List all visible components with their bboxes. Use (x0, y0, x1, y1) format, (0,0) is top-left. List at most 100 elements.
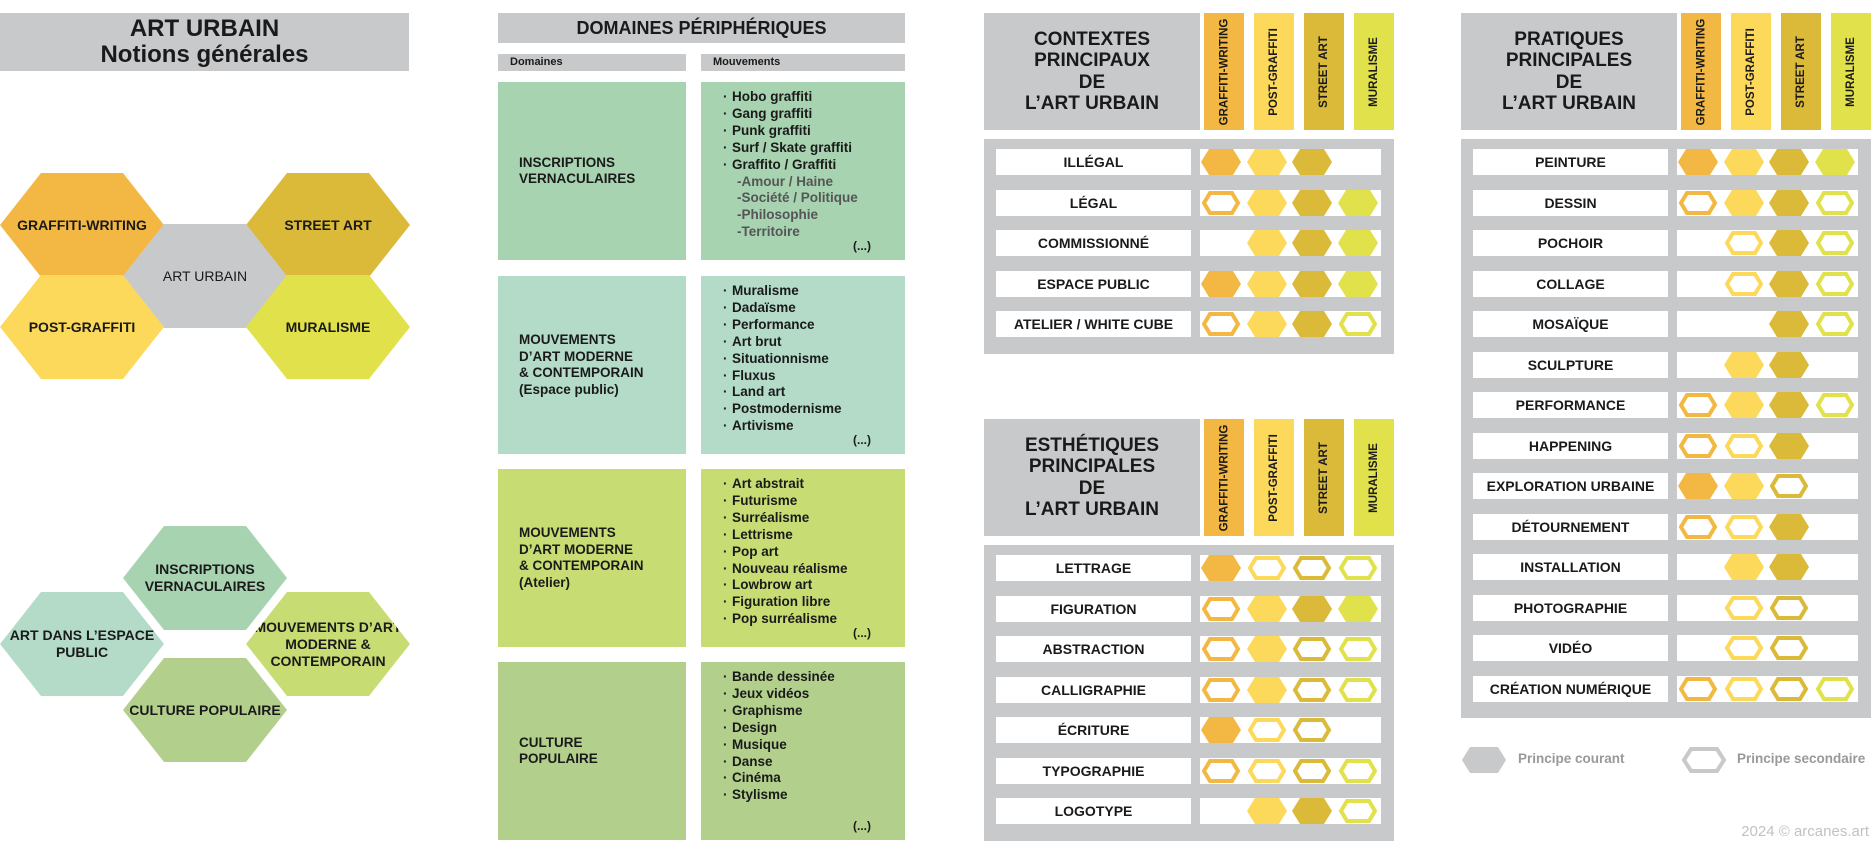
mouvement-item: Surf / Skate graffiti (723, 140, 905, 157)
legend-filled-hexagon-icon (1462, 747, 1506, 773)
mouvement-item: Artivisme (723, 418, 905, 435)
outline-hexagon-icon (1292, 718, 1332, 742)
hexagon-domain-4: CULTURE POPULAIRE (123, 658, 287, 762)
row-label: INSTALLATION (1473, 554, 1668, 580)
row-label: LÉGAL (996, 189, 1191, 216)
row-cells (1677, 189, 1858, 216)
outline-hexagon-icon (1815, 231, 1854, 255)
outline-hexagon-icon (1815, 190, 1854, 215)
esthetiques-col-2: POST-GRAFFITI (1254, 419, 1294, 536)
filled-hexagon-icon (1678, 473, 1718, 499)
row-label: MOSAÏQUE (1473, 311, 1668, 337)
mouvement-subitem: -Amour / Haine (737, 173, 834, 189)
pratiques-row: DÉTOURNEMENT (1461, 513, 1871, 540)
mouvements-block-3: Art abstraitFuturismeSurréalismeLettrism… (701, 469, 905, 647)
outline-hexagon-icon (1292, 556, 1332, 580)
row-cells (1200, 798, 1381, 824)
filled-hexagon-icon (1201, 717, 1241, 743)
row-cells (1677, 392, 1858, 418)
mouvement-subitem: -Philosophie (737, 207, 818, 223)
filled-hexagon-icon (1723, 554, 1764, 580)
hexagon-domain-3: MOUVEMENTS D’ART MODERNE & CONTEMPORAIN (246, 592, 410, 696)
row-label: ATELIER / WHITE CUBE (996, 311, 1191, 337)
outline-hexagon-icon (1201, 637, 1241, 661)
contextes-col-2: POST-GRAFFITI (1254, 13, 1294, 130)
row-cells (1200, 757, 1381, 784)
filled-hexagon-icon (1769, 513, 1809, 540)
esthetiques-col-1: GRAFFITI-WRITING (1204, 419, 1244, 536)
filled-hexagon-icon (1201, 555, 1241, 581)
outline-hexagon-icon (1724, 636, 1763, 660)
row-label: VIDÉO (1473, 635, 1668, 661)
filled-hexagon-icon (1246, 230, 1287, 256)
outline-hexagon-icon (1815, 271, 1854, 296)
outline-hexagon-icon (1201, 312, 1241, 336)
column-label: GRAFFITI-WRITING (1218, 18, 1230, 125)
mouvements-block-2: MuralismeDadaïsmePerformanceArt brutSitu… (701, 276, 905, 454)
row-label: ABSTRACTION (996, 636, 1191, 662)
outline-hexagon-icon (1815, 312, 1854, 336)
filled-hexagon-icon (1678, 149, 1718, 175)
etc-marker: (...) (853, 626, 871, 641)
mouvements-list: Art abstraitFuturismeSurréalismeLettrism… (723, 476, 905, 628)
legend-courant-label: Principe courant (1518, 751, 1625, 766)
filled-hexagon-icon (1769, 189, 1809, 216)
column-label: POST-GRAFFITI (1268, 433, 1280, 522)
filled-hexagon-icon (1723, 392, 1764, 418)
row-label: CALLIGRAPHIE (996, 676, 1191, 703)
outline-hexagon-icon (1338, 312, 1377, 336)
domaines-title: DOMAINES PÉRIPHÉRIQUES (498, 13, 905, 43)
esthetiques-row: CALLIGRAPHIE (984, 676, 1394, 703)
row-cells (1677, 432, 1858, 459)
copyright: 2024 © arcanes.art (1741, 823, 1869, 840)
outline-hexagon-icon (1724, 514, 1763, 539)
filled-hexagon-icon (1723, 149, 1764, 175)
row-cells (1677, 230, 1858, 256)
outline-hexagon-icon (1678, 190, 1718, 215)
outline-hexagon-icon (1678, 433, 1718, 458)
outline-hexagon-icon (1338, 799, 1377, 823)
pratiques-row: POCHOIR (1461, 230, 1871, 256)
mouvement-item: Nouveau réalisme (723, 561, 905, 578)
outline-hexagon-icon (1247, 556, 1286, 580)
row-label: COLLAGE (1473, 270, 1668, 297)
filled-hexagon-icon (1337, 189, 1378, 216)
mouvement-item: Surréalisme (723, 510, 905, 527)
pratiques-row: SCULPTURE (1461, 351, 1871, 378)
pratiques-col-3: STREET ART (1781, 13, 1821, 130)
contextes-row: ESPACE PUBLIC (984, 270, 1394, 297)
mouvement-item: Pop art (723, 544, 905, 561)
column-label: STREET ART (1795, 35, 1807, 108)
column-label: MURALISME (1368, 442, 1381, 513)
mouvement-item: Muralisme (723, 283, 905, 300)
esthetiques-row: LETTRAGE (984, 555, 1394, 581)
row-cells (1677, 351, 1858, 378)
mouvement-item: Musique (723, 737, 905, 754)
mouvement-item: Stylisme (723, 787, 905, 804)
column-label: GRAFFITI-WRITING (1695, 18, 1707, 125)
row-cells (1677, 675, 1858, 702)
outline-hexagon-icon (1815, 393, 1854, 417)
mouvement-item: Figuration libre (723, 594, 905, 611)
filled-hexagon-icon (1769, 149, 1809, 175)
row-cells (1200, 717, 1381, 743)
mouvement-item: Postmodernisme (723, 401, 905, 418)
mouvement-subitem: -Société / Politique (737, 190, 858, 206)
contextes-col-3: STREET ART (1304, 13, 1344, 130)
mouvement-item: Futurisme (723, 493, 905, 510)
row-label: SCULPTURE (1473, 351, 1668, 378)
mouvement-item: Lettrisme (723, 527, 905, 544)
esthetiques-row: ÉCRITURE (984, 717, 1394, 743)
column-label: GRAFFITI-WRITING (1218, 424, 1230, 531)
filled-hexagon-icon (1814, 149, 1855, 175)
row-label: ESPACE PUBLIC (996, 270, 1191, 297)
esthetiques-col-3: STREET ART (1304, 419, 1344, 536)
filled-hexagon-icon (1246, 270, 1287, 297)
outline-hexagon-icon (1769, 636, 1809, 660)
